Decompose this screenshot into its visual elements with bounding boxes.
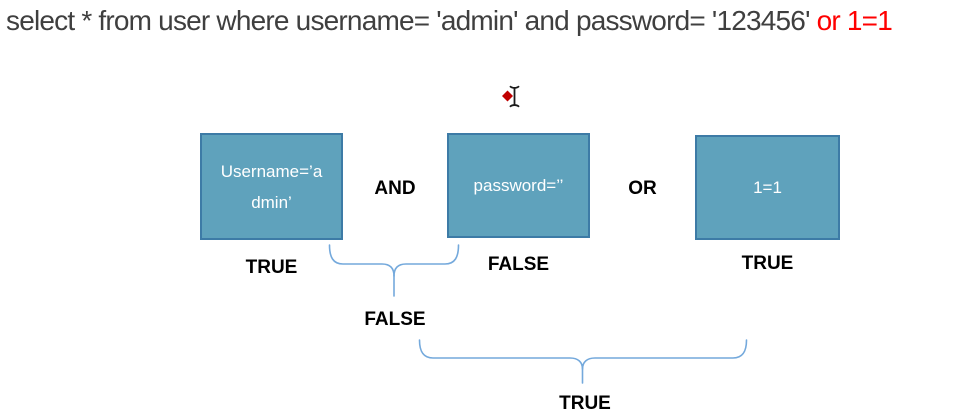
result-label-username: TRUE xyxy=(245,257,298,278)
result-label-tautology: TRUE xyxy=(741,253,794,274)
sql-query-text: select * from user where username= 'admi… xyxy=(6,5,893,37)
operator-and-label: AND xyxy=(374,178,416,199)
result-label-password: FALSE xyxy=(487,254,550,275)
condition-box-password: password=’’ xyxy=(447,133,590,238)
condition-box-username-line2: dmin’ xyxy=(251,192,292,212)
condition-box-tautology-text: 1=1 xyxy=(753,178,782,197)
text-cursor-icon xyxy=(501,83,527,111)
or-group-brace xyxy=(418,339,748,384)
final-result-label: TRUE xyxy=(559,393,611,414)
sql-query-injected-part: or 1=1 xyxy=(809,5,893,36)
and-group-brace xyxy=(328,244,460,297)
condition-box-username: Username=’a dmin’ xyxy=(200,133,343,240)
and-group-result-label: FALSE xyxy=(364,309,426,330)
condition-box-password-text: password=’’ xyxy=(473,176,564,195)
sql-query-main: select * from user where username= 'admi… xyxy=(6,5,810,36)
condition-box-tautology: 1=1 xyxy=(695,135,840,240)
operator-or-label: OR xyxy=(628,178,657,199)
condition-box-username-line1: Username=’a xyxy=(220,161,323,181)
